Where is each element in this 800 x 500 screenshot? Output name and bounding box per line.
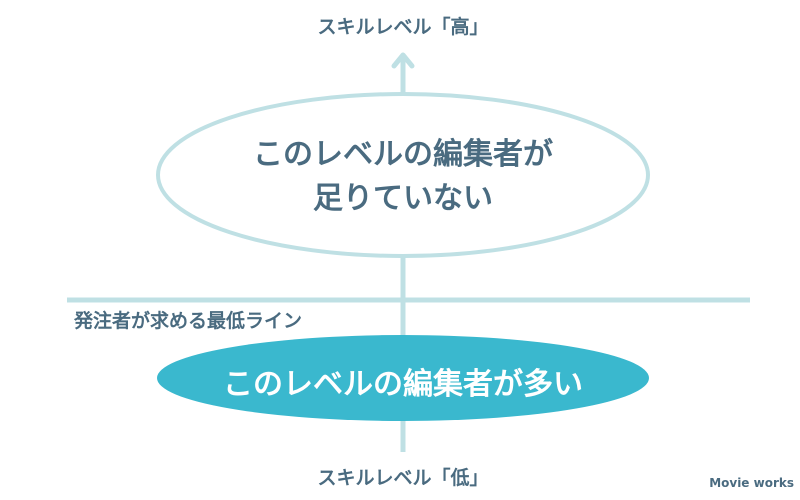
skill-high-label: スキルレベル「高」 (317, 16, 489, 38)
lower-ellipse (157, 335, 649, 421)
upper-text-line2: 足りていない (313, 181, 493, 216)
brand-watermark: Movie works (709, 476, 794, 490)
upper-text-line1: このレベルの編集者が (253, 137, 553, 172)
skill-low-label: スキルレベル「低」 (317, 467, 489, 489)
lower-ellipse-text: このレベルの編集者が多い (223, 367, 583, 402)
upper-ellipse (156, 92, 650, 258)
upper-ellipse-text: このレベルの編集者が 足りていない (158, 133, 648, 221)
arrow-up-icon (391, 52, 415, 69)
threshold-label: 発注者が求める最低ライン (74, 310, 303, 332)
